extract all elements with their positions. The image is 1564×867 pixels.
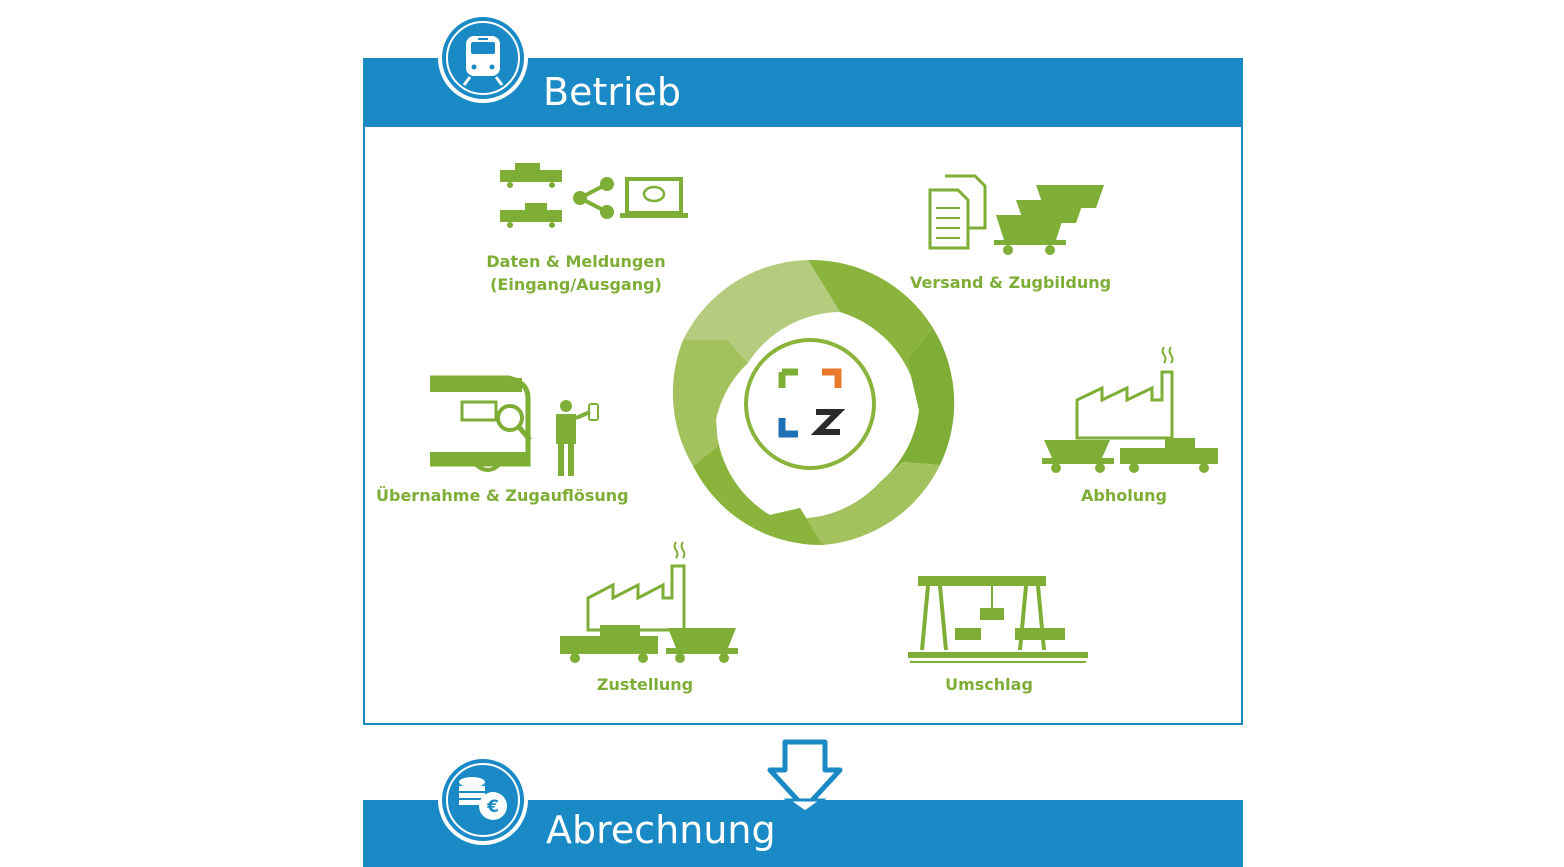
step-label-takeover: Übernahme & Zugauflösung (376, 486, 629, 505)
euro-coins-icon: € (438, 755, 528, 845)
step-label-data: Daten & Meldungen (Eingang/Ausgang) (476, 250, 676, 296)
cycle-wheel (672, 259, 955, 546)
cycle-segment (770, 462, 940, 545)
z-logo (778, 368, 846, 438)
step-label-data-line1: Daten & Meldungen (486, 252, 666, 271)
step-label-delivery: Zustellung (596, 675, 694, 694)
arrow-tip (783, 798, 827, 814)
step-label-pickup: Abholung (1081, 486, 1167, 505)
factory-train-icon (1042, 346, 1218, 473)
arrow-down-icon (767, 739, 843, 811)
cycle-segment (880, 328, 955, 482)
svg-text:€: € (486, 797, 499, 817)
data-messages-icon (500, 163, 688, 228)
cycle-segment (672, 340, 748, 466)
step-label-data-line2: (Eingang/Ausgang) (490, 275, 662, 294)
cycle-segment (808, 259, 933, 410)
cycle-segment (683, 260, 840, 363)
step-label-dispatch: Versand & Zugbildung (910, 273, 1112, 292)
documents-wagons-icon (928, 174, 1104, 255)
step-label-transshipment: Umschlag (945, 675, 1033, 694)
train-icon (438, 13, 528, 103)
factory-locomotive-icon (560, 541, 738, 663)
billing-title: Abrechnung (546, 808, 776, 852)
operations-title: Betrieb (543, 70, 682, 114)
inspection-worker-icon (430, 375, 599, 476)
gantry-crane-icon (908, 576, 1088, 663)
cycle-segment (693, 420, 823, 546)
